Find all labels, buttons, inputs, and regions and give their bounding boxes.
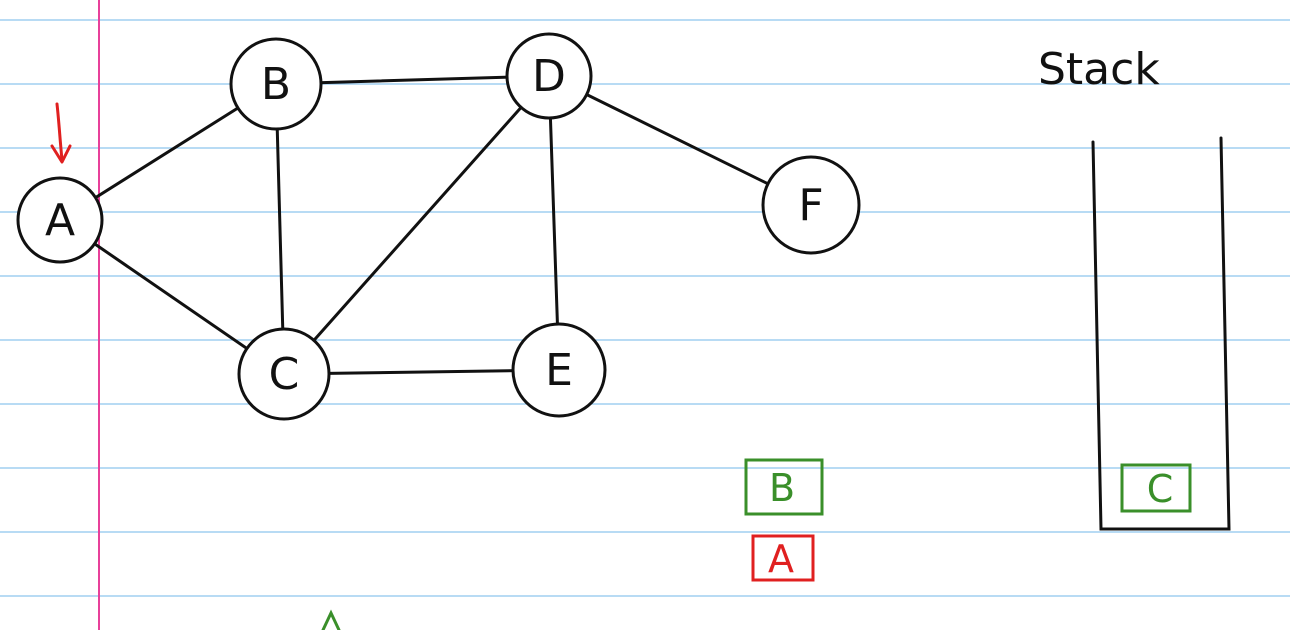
node-a: A (16, 176, 104, 264)
node-circle (237, 327, 331, 421)
graph-edges (58, 74, 813, 376)
stack-item-label: C (1147, 467, 1174, 511)
stack-container (1091, 136, 1231, 531)
node-label: C (269, 349, 300, 400)
partial-green-mark (321, 609, 341, 630)
graph-nodes: A B C D E F (16, 32, 861, 421)
node-d: D (505, 32, 593, 120)
ruled-lines (0, 19, 1290, 597)
node-circle (505, 32, 593, 120)
node-b: B (229, 37, 323, 131)
node-circle (229, 37, 323, 131)
visited-box-label: B (769, 466, 795, 510)
arrow-down-icon (50, 102, 72, 164)
stack-item-c: C (1120, 463, 1192, 513)
node-c: C (237, 327, 331, 421)
visited-list: BA (744, 458, 824, 582)
visited-box-label: A (768, 537, 794, 581)
node-circle (761, 155, 861, 255)
edge-c-d (282, 74, 551, 376)
stack-title: Stack (1038, 44, 1160, 95)
edge-d-e (547, 74, 561, 372)
node-label: E (545, 345, 573, 396)
visited-box-b: B (744, 458, 824, 516)
stack-items: C (1120, 463, 1192, 513)
node-e: E (511, 322, 607, 418)
node-circle (511, 322, 607, 418)
node-label: B (261, 59, 291, 110)
edge-b-c (274, 82, 286, 376)
node-circle (16, 176, 104, 264)
visited-box-a: A (751, 534, 815, 582)
node-label: A (45, 195, 75, 246)
node-label: D (532, 51, 566, 102)
node-label: F (798, 180, 823, 231)
node-f: F (761, 155, 861, 255)
